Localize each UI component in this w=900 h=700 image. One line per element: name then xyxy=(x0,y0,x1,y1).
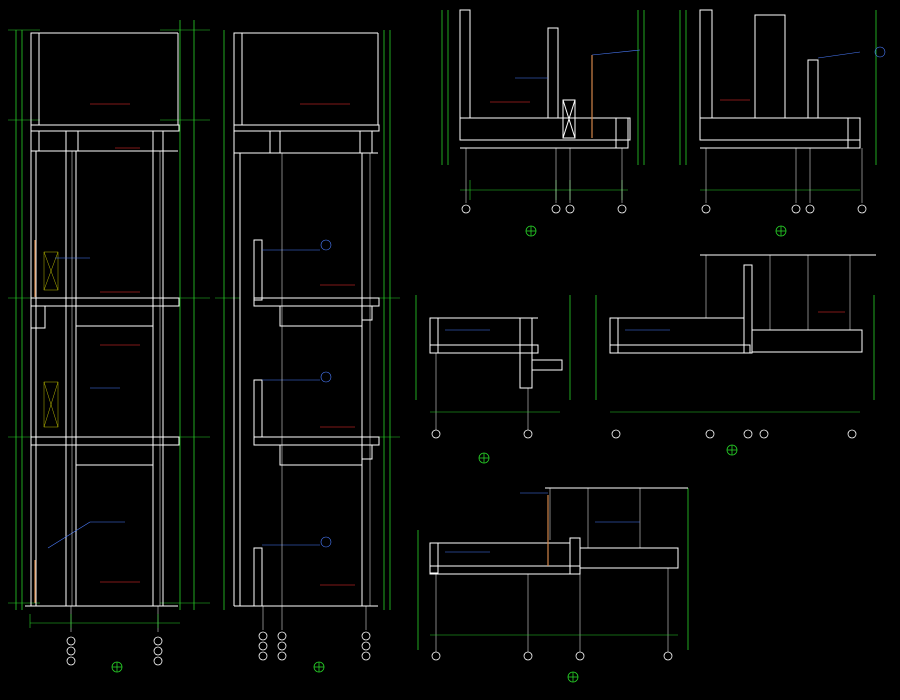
section-1 xyxy=(8,20,210,673)
detail-marker-icon xyxy=(726,444,738,456)
axis-bubble-icon xyxy=(431,651,673,661)
section-2 xyxy=(215,30,400,673)
axis-bubble-icon xyxy=(258,606,371,661)
detail-marker-icon xyxy=(525,225,537,237)
detail-a xyxy=(441,9,645,237)
detail-e xyxy=(417,487,689,683)
axis-bubble-icon xyxy=(431,429,533,439)
detail-marker-icon xyxy=(111,661,123,673)
detail-d xyxy=(595,254,876,456)
detail-marker-icon xyxy=(775,225,787,237)
axis-bubble-icon xyxy=(461,148,627,214)
axis-bubble-icon xyxy=(611,429,857,439)
detail-marker-icon xyxy=(313,661,325,673)
detail-b xyxy=(679,9,886,237)
detail-c xyxy=(415,295,571,464)
detail-marker-icon xyxy=(567,671,579,683)
axis-bubble-icon xyxy=(66,606,163,666)
detail-marker-icon xyxy=(478,452,490,464)
axis-bubble-icon xyxy=(701,148,867,214)
